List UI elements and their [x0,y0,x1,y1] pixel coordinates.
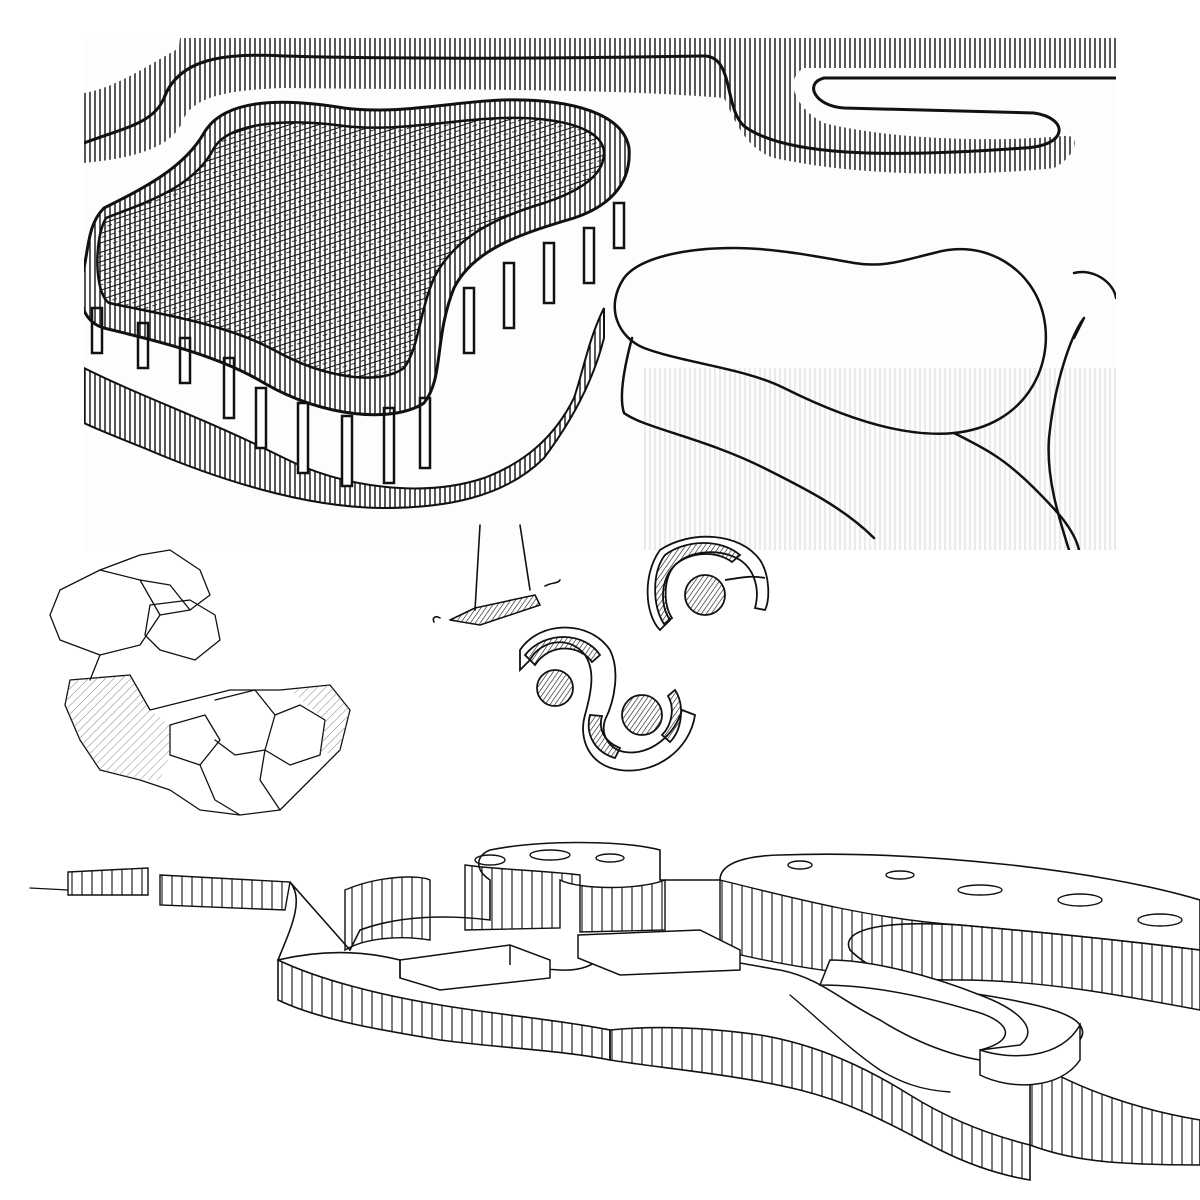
rear-wall-center [464,864,666,933]
platform-apron-hatch [84,307,605,510]
rear-wall-left [344,876,431,952]
site-plan-sketch [40,540,370,840]
wall-front-right [1029,1058,1200,1166]
swing-and-bench-sketches [420,520,800,780]
plan-shaded-area-right [290,685,350,755]
plan-polygons [49,549,351,816]
wall-front-middle [609,1026,1031,1181]
serpentine-wall-drawing [29,841,1200,1181]
plan-shaded-area [65,675,170,780]
serpentine-wall-sketch [20,820,1200,1190]
kidney-shape-front [613,246,1048,435]
left-fence-2 [159,874,291,911]
left-fence [67,867,149,896]
platform-perspective-sketch [84,38,1116,550]
ground-shading [644,368,1116,550]
platform-sketch-drawing [84,38,1116,550]
back-path-hatch [84,38,1116,174]
platform-deck [96,116,606,379]
swing-seat [432,524,561,626]
seating-curve [789,994,951,1093]
benches [399,929,1081,1086]
round-bench-upper [646,535,770,632]
roof-openings [474,849,1183,927]
round-bench-lower [519,626,696,772]
site-plan-drawing [49,549,351,816]
swing-bench-drawing [432,524,770,772]
